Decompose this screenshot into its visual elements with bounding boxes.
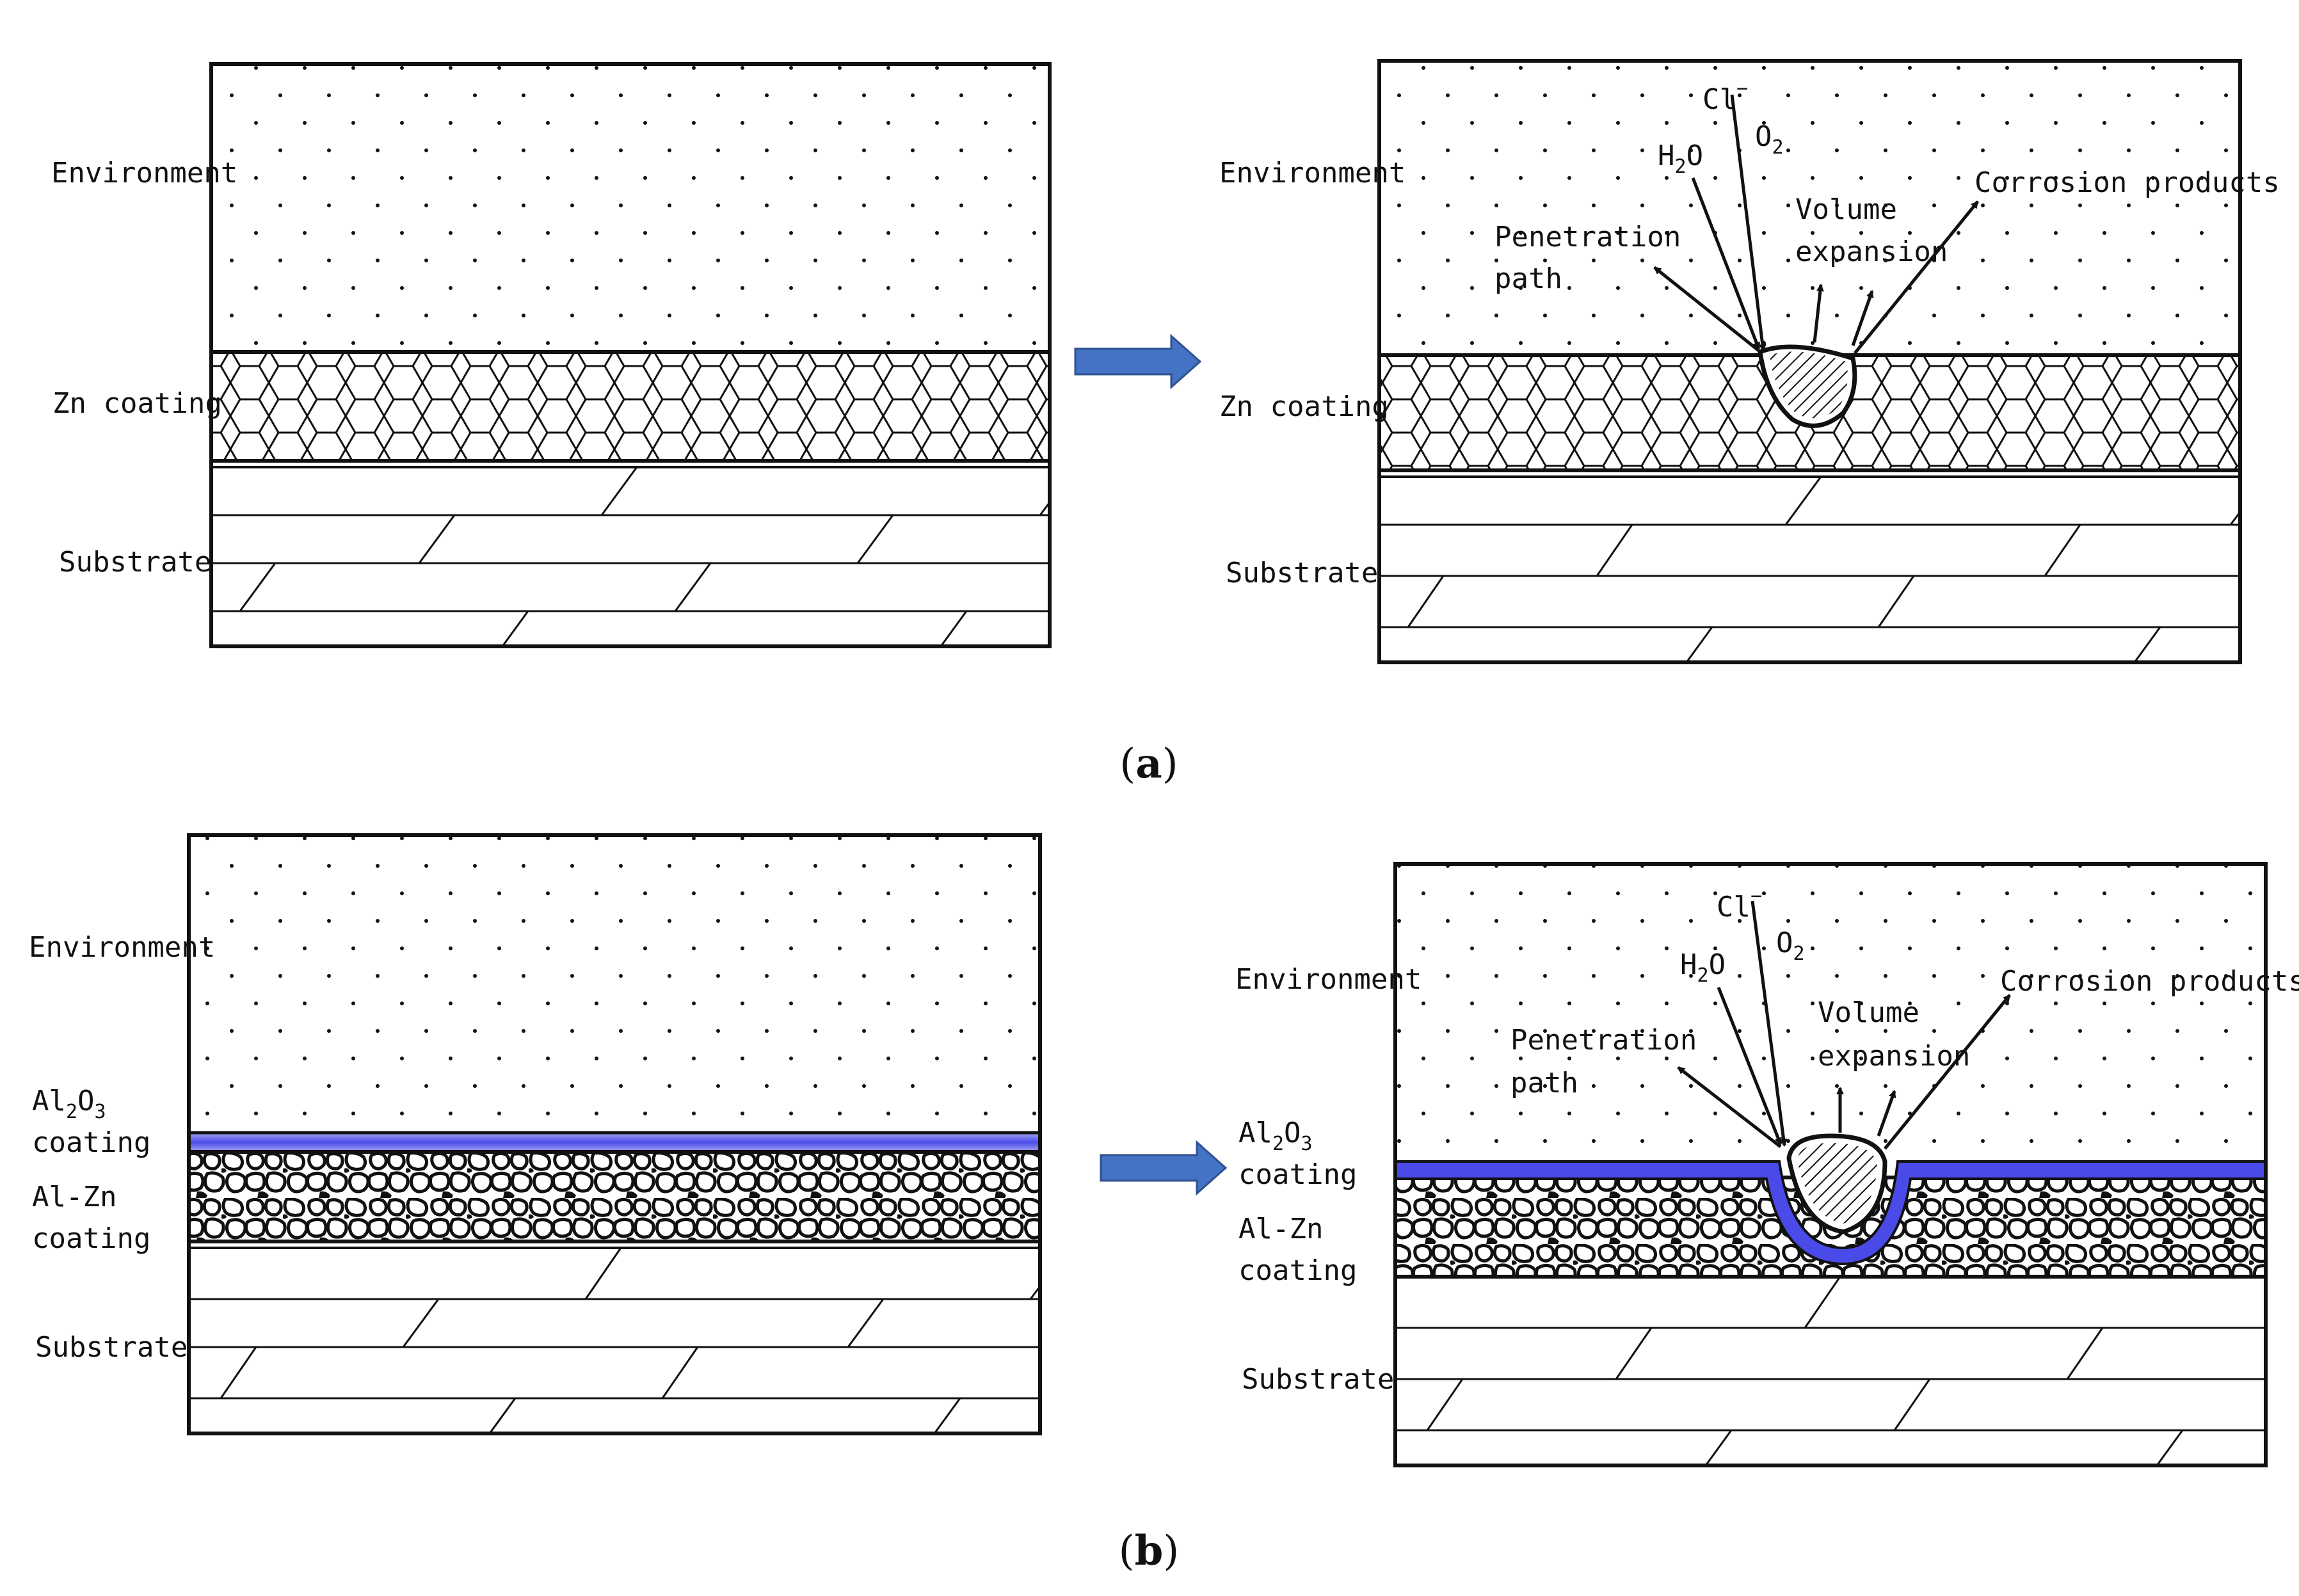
- corrosion-product: [1797, 1143, 1877, 1224]
- al-zn-label-1: Al-Zn: [32, 1181, 116, 1213]
- penetration-arrow: [1677, 1066, 1782, 1148]
- substrate-label: Substrate: [1242, 1363, 1394, 1396]
- volume-label-1: Volume: [1818, 996, 1919, 1029]
- penetration-arrow: [1653, 266, 1760, 352]
- corrosion-products-arrow: [1884, 994, 2011, 1150]
- substrate-layer: [1395, 1276, 2266, 1466]
- environment-layer: [1395, 864, 2266, 1165]
- chloride-label: Cl−: [1702, 77, 1748, 116]
- corrosion-products-label: Corrosion products: [1975, 166, 2280, 199]
- cl-arrow: [1730, 94, 1766, 352]
- substrate-layer: [189, 1247, 1041, 1434]
- substrate-layer: [211, 466, 1051, 647]
- panel-frame: [209, 62, 1052, 648]
- penetration-label-1: Penetration: [1494, 221, 1681, 253]
- environment-layer: [189, 835, 1040, 1136]
- substrate-layer: [1379, 475, 2241, 663]
- penetration-label-2: path: [1494, 262, 1562, 295]
- panel-a-before: Environment Zn coating Substrate: [51, 62, 1052, 648]
- al2o3-coating-layer: [1394, 1160, 2267, 1266]
- panel-b-after: Environment Al2O3 coating Al-Zn coating …: [1235, 862, 2299, 1467]
- environment-layer: [1379, 61, 2240, 355]
- water-label: H2O: [1658, 140, 1703, 178]
- al-zn-label-1: Al-Zn: [1238, 1213, 1323, 1245]
- transition-arrow-a: [1074, 333, 1202, 390]
- penetration-label-1: Penetration: [1510, 1024, 1697, 1057]
- cl-arrow: [1750, 900, 1788, 1147]
- zn-coating-label: Zn coating: [1219, 390, 1389, 423]
- panel-a-after: Environment Zn coating Substrate Cl− H2O…: [1219, 59, 2280, 664]
- substrate-label: Substrate: [1226, 557, 1378, 589]
- volume-label-2: expansion: [1818, 1040, 1970, 1073]
- al-zn-label-2: coating: [1238, 1254, 1357, 1287]
- al-zn-coating-layer: [187, 1150, 1042, 1243]
- oxygen-label: O2: [1755, 120, 1784, 159]
- panel-frame: [1393, 862, 2268, 1467]
- panel-frame: [187, 833, 1042, 1435]
- environment-label: Environment: [1219, 157, 1406, 189]
- caption-b: (b): [1119, 1527, 1180, 1575]
- environment-label: Environment: [51, 157, 237, 189]
- environment-label: Environment: [1235, 963, 1422, 996]
- zn-coating-layer: [209, 350, 1052, 463]
- panel-frame: [1377, 59, 2242, 664]
- transition-arrow-b: [1100, 1140, 1228, 1196]
- penetration-label-2: path: [1510, 1067, 1578, 1099]
- zn-coating-label: Zn coating: [52, 387, 222, 420]
- panel-b-before: Environment Al2O3 coating Al-Zn coating …: [29, 833, 1042, 1435]
- al-zn-label-2: coating: [32, 1222, 150, 1255]
- water-label: H2O: [1680, 948, 1726, 987]
- chloride-label: Cl−: [1717, 885, 1762, 923]
- environment-layer: [211, 64, 1050, 352]
- al2o3-coating-label: coating: [32, 1126, 150, 1159]
- environment-label: Environment: [29, 931, 215, 964]
- substrate-label: Substrate: [35, 1331, 188, 1364]
- volume-arrow-1: [1813, 283, 1824, 343]
- oxygen-label: O2: [1776, 927, 1805, 965]
- volume-label-1: Volume: [1795, 193, 1897, 226]
- caption-a: (a): [1119, 740, 1178, 788]
- h2o-arrow: [1717, 987, 1782, 1145]
- volume-label-2: expansion: [1795, 235, 1948, 268]
- corrosion-products-label: Corrosion products: [2000, 965, 2299, 998]
- al2o3-label: Al2O3: [32, 1085, 106, 1123]
- volume-arrow-2: [1851, 290, 1874, 346]
- al2o3-coating-label: coating: [1238, 1158, 1357, 1191]
- corrosion-product: [1770, 351, 1848, 419]
- substrate-label: Substrate: [59, 546, 211, 579]
- volume-arrow-2: [1877, 1090, 1896, 1137]
- al2o3-coating-layer: [187, 1131, 1042, 1154]
- corrosion-products-arrow: [1854, 200, 1979, 355]
- h2o-arrow: [1691, 177, 1761, 350]
- al2o3-label: Al2O3: [1238, 1117, 1313, 1155]
